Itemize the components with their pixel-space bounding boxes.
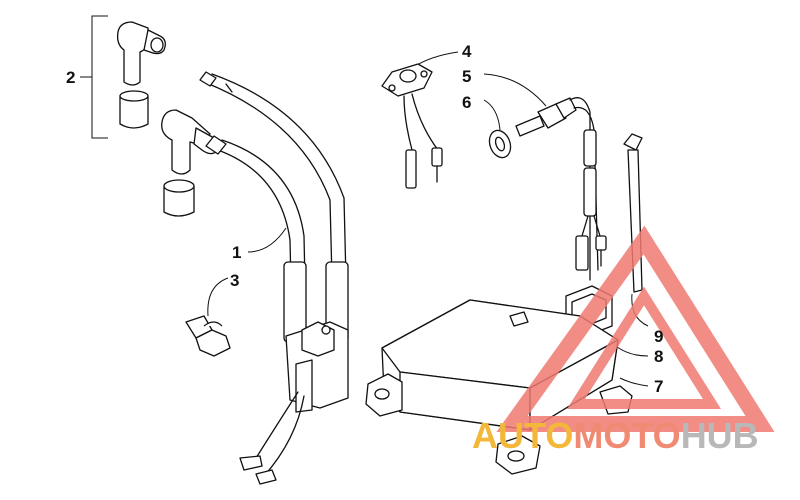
- part-1-ignition-coil: [199, 71, 349, 485]
- leader-6: [483, 99, 501, 131]
- part-3-clamp: [185, 277, 231, 357]
- watermark-hub: HUB: [681, 415, 759, 456]
- part-5-temp-sensor: [483, 73, 607, 281]
- callout-4: 4: [462, 42, 472, 61]
- leader-5: [483, 73, 547, 107]
- callout-6: 6: [462, 93, 471, 112]
- leader-3: [207, 277, 229, 317]
- callout-labels: 1 2 3 4 5 6 7 8 9: [66, 42, 663, 396]
- bracket-2: [91, 15, 108, 139]
- callout-3: 3: [230, 271, 239, 290]
- watermark-triangle-outer: [496, 225, 775, 432]
- callout-8: 8: [654, 347, 663, 366]
- callout-5: 5: [462, 67, 471, 86]
- leader-1: [247, 227, 287, 253]
- watermark-triangle: [496, 225, 775, 432]
- watermark-auto: AUTO: [472, 415, 573, 456]
- callout-2: 2: [66, 68, 75, 87]
- watermark-text: AUTOMOTOHUB: [472, 415, 759, 456]
- leader-7: [619, 377, 649, 387]
- part-4-sensor: [381, 51, 459, 189]
- watermark-moto: MOTO: [573, 415, 680, 456]
- callout-1: 1: [232, 243, 241, 262]
- part-6-washer: [483, 99, 512, 159]
- watermark-triangle-inner: [566, 286, 722, 409]
- callout-9: 9: [654, 327, 663, 346]
- part-2-spark-plug-caps: [80, 15, 220, 217]
- callout-7: 7: [654, 377, 663, 396]
